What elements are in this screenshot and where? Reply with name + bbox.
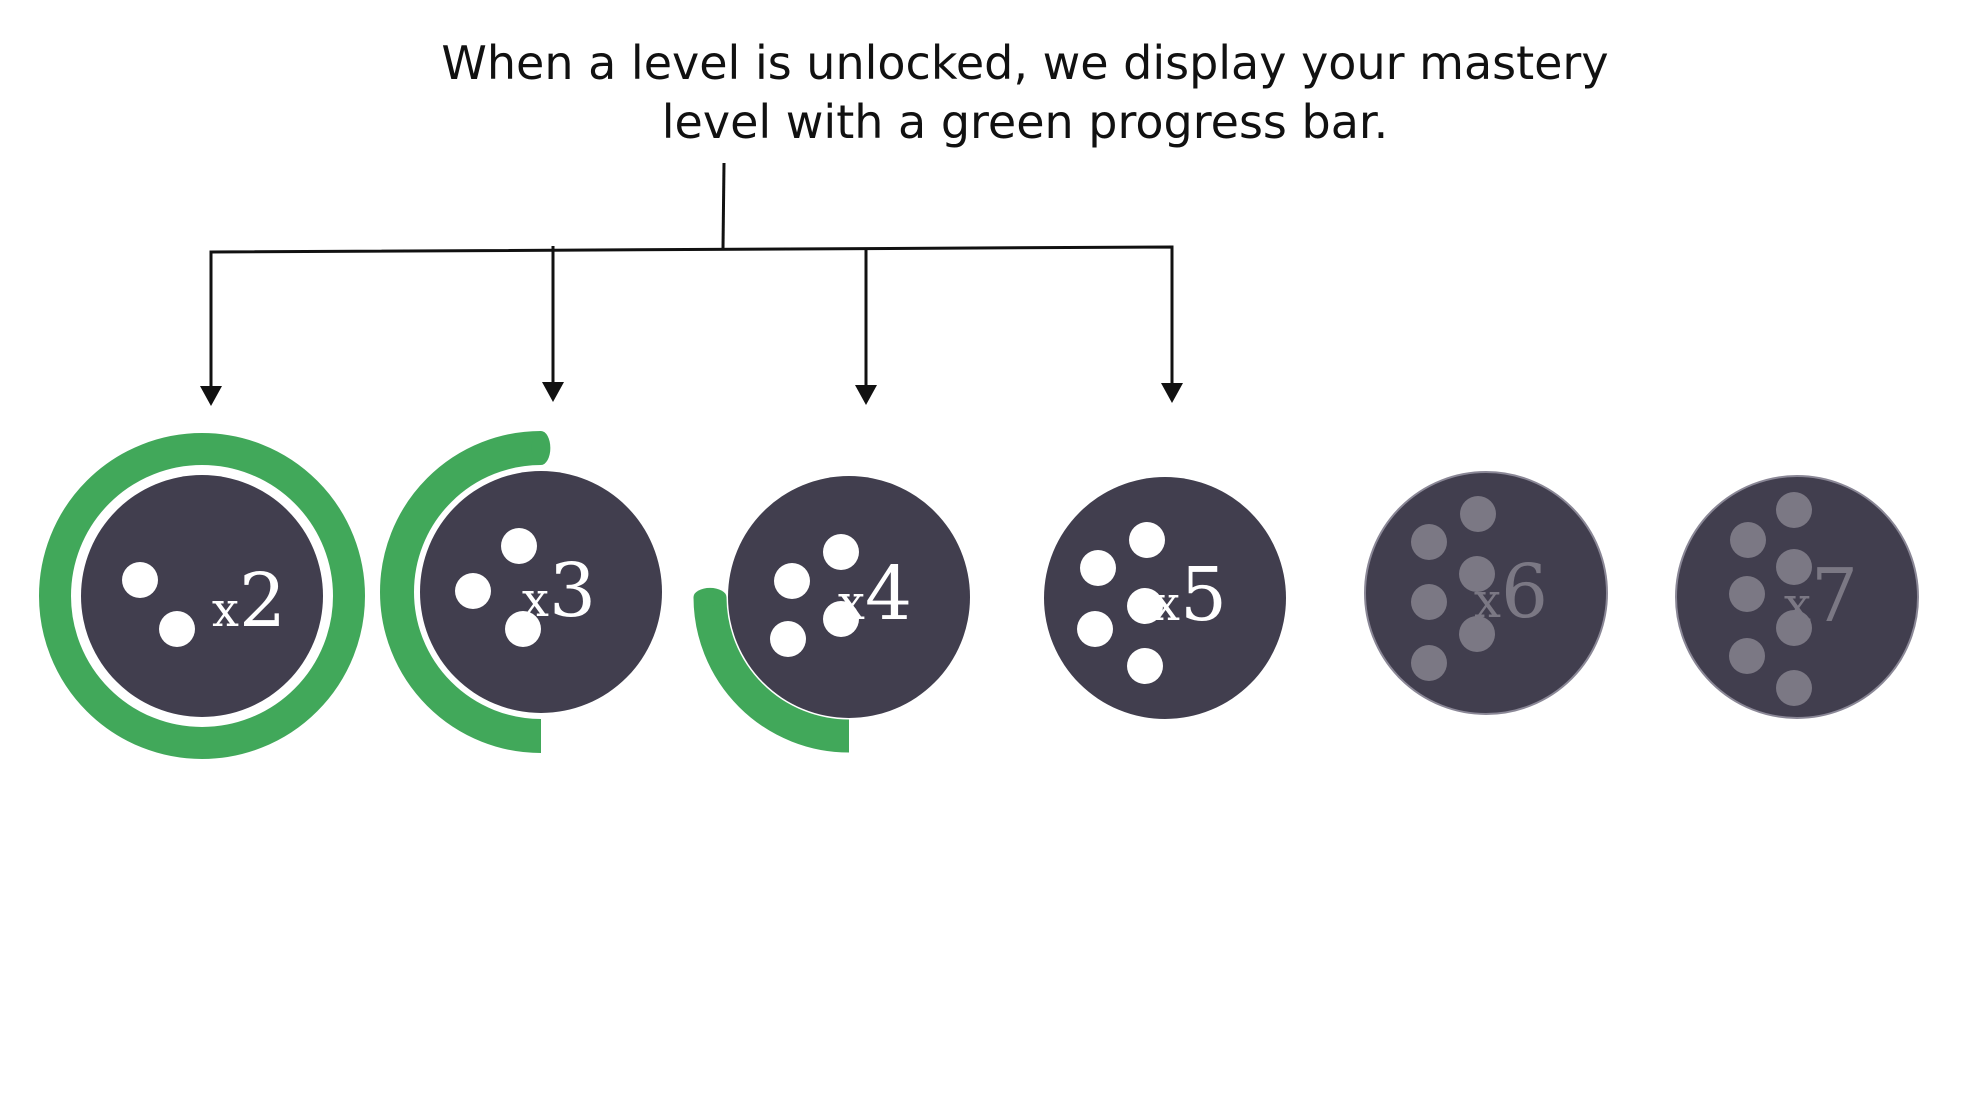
badge-disc-x5 [1044,477,1286,719]
caption-line-2: level with a green progress bar. [661,95,1389,149]
multiplier-value: 5 [1180,552,1227,638]
arrowhead-x3 [542,382,564,402]
progress-arc-x3 [380,431,542,753]
badge-dot [1776,492,1812,528]
badge-dot [774,563,810,599]
connector-bar [209,245,1174,255]
multiplier-label-x7: x7 [1784,553,1858,639]
level-badge-x2: x2 [39,433,365,759]
arrowhead-x4 [855,385,877,405]
progress-arc-x4 [693,596,850,753]
badge-dot [1729,576,1765,612]
badge-dot [823,534,859,570]
caption-line-1: When a level is unlocked, we display you… [441,36,1609,90]
multiplier-label-x2: x2 [212,558,286,644]
multiplier-prefix: x [212,582,239,638]
level-badge-x3: x3 [380,431,662,753]
badge-dot [1460,496,1496,532]
multiplier-prefix: x [522,572,549,628]
multiplier-value: 6 [1501,549,1548,635]
multiplier-value: 7 [1811,553,1858,639]
caption: When a level is unlocked, we display you… [380,34,1670,152]
badge-dot [823,601,859,637]
multiplier-value: 2 [239,558,286,644]
badge-dot [1411,645,1447,681]
badge-dot [1127,648,1163,684]
multiplier-value: 4 [865,551,912,637]
badge-dot [1411,584,1447,620]
badge-dot [1776,610,1812,646]
multiplier-prefix: x [1474,573,1501,629]
level-badge-x6: x6 [1364,471,1608,715]
badge-dot [1776,670,1812,706]
badge-dot [1080,550,1116,586]
multiplier-label-x4: x4 [838,551,912,637]
badge-dot [122,562,158,598]
badge-dot [505,611,541,647]
badge-dot [1077,611,1113,647]
multiplier-prefix: x [1784,577,1811,633]
progress-ring-x2 [39,433,365,759]
arrowheads [200,382,1183,406]
badge-dot [1459,616,1495,652]
multiplier-label-x3: x3 [522,548,596,634]
badge-disc-x4 [728,476,970,718]
multiplier-value: 3 [549,548,596,634]
multiplier-prefix: x [1153,576,1180,632]
badge-dot [1127,588,1163,624]
progress-arc-cap-x4 [693,587,727,607]
badge-dot [1459,556,1495,592]
badge-disc-x3 [420,471,662,713]
badge-dot [501,528,537,564]
level-badge-x4: x4 [693,476,970,753]
badge-dot [455,573,491,609]
badge-dot [159,611,195,647]
badge-dot [770,621,806,657]
multiplier-label-x6: x6 [1474,549,1548,635]
badge-dot [1730,522,1766,558]
progress-arc-cap-x3 [531,431,551,465]
multiplier-label-x5: x5 [1153,552,1227,638]
multiplier-prefix: x [838,575,865,631]
badge-dot [1776,549,1812,585]
connector-stem [721,162,726,249]
connector-arrows [209,162,1174,388]
arrowhead-x5 [1161,383,1183,403]
level-badge-x7: x7 [1675,475,1919,719]
badge-dot [1129,522,1165,558]
arrowhead-x2 [200,386,222,406]
badge-disc-x2 [81,475,323,717]
badge-dot [1729,638,1765,674]
badge-dot [1411,524,1447,560]
level-badge-x5: x5 [1044,477,1286,719]
